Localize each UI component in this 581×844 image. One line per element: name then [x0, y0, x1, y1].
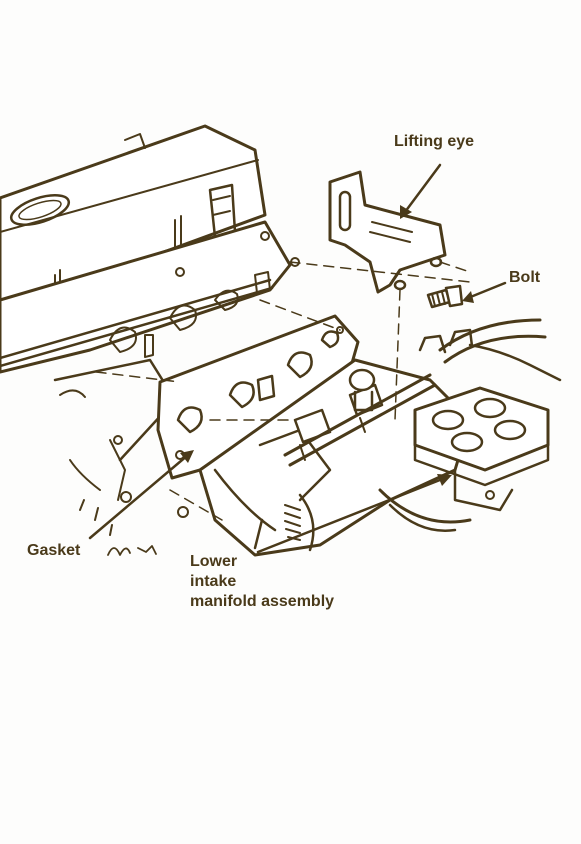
label-line-1: Lower	[190, 553, 238, 570]
cylinder-head	[0, 220, 300, 374]
engine-block	[53, 358, 177, 536]
leader-lower-intake	[253, 474, 452, 554]
label-lower-intake-manifold: Lower intake manifold assembly	[190, 552, 334, 612]
throttle-body-flange	[413, 386, 550, 512]
leader-gasket	[88, 450, 194, 540]
leader-lifting-eye	[400, 163, 442, 219]
bolt-part	[426, 284, 464, 309]
valve-cover	[0, 124, 267, 321]
label-line-2: intake	[190, 573, 237, 590]
label-gasket: Gasket	[27, 542, 81, 559]
leader-bolt	[462, 281, 507, 303]
lifting-eye	[328, 170, 447, 294]
label-lifting-eye: Lifting eye	[394, 133, 475, 150]
scribble-mark	[107, 545, 157, 556]
lower-intake-manifold	[177, 318, 562, 557]
label-bolt: Bolt	[509, 269, 541, 286]
alignment-lines	[95, 261, 471, 521]
label-line-3: manifold assembly	[190, 593, 335, 610]
